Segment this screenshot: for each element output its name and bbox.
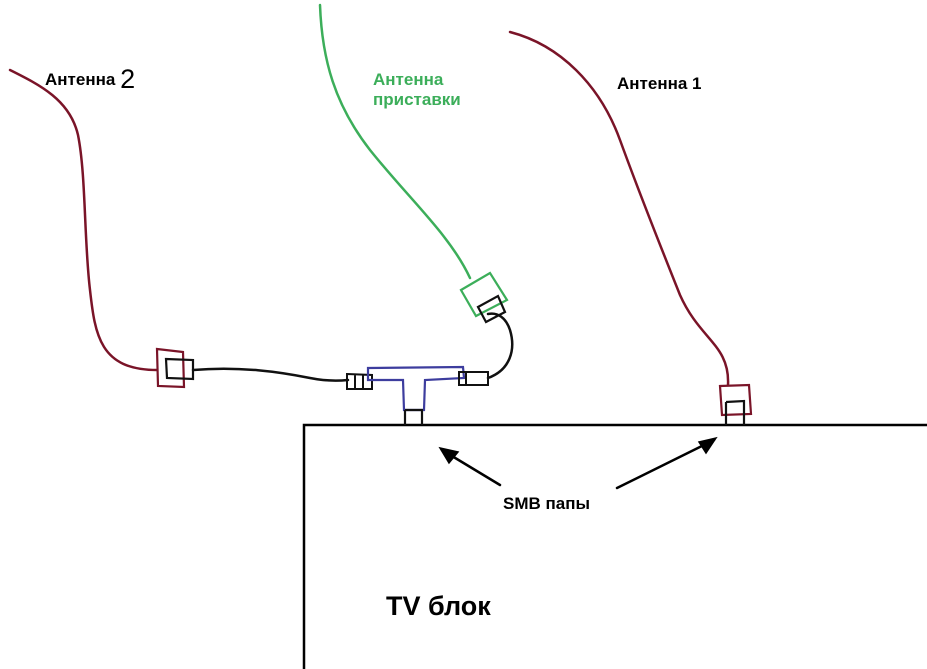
antenna-2-cable [8,68,159,372]
antenna-2-coax-wire [191,367,350,382]
arrow-to-right-smb [615,436,718,490]
label-antenna-2-text: Антенна [45,70,116,89]
antenna-1-cable [508,30,730,387]
label-antenna-2: Антенна 2 [45,60,136,94]
antenna-1-connector [718,383,753,425]
smb-jack-left [403,408,424,425]
t-splitter [366,365,466,412]
splitter-left-plug [346,372,373,390]
antenna-2-connector [155,347,195,389]
label-box-antenna-line-1: Антенна [373,70,444,89]
label-box-antenna: Антенна приставки [373,70,461,111]
label-antenna-1: Антенна 1 [617,74,702,93]
box-antenna-coax-wire [486,312,514,380]
label-box-antenna-line-2: приставки [373,90,461,110]
label-antenna-2-number: 2 [120,64,136,94]
label-smb-ports: SMB папы [503,494,591,513]
label-tv-block: TV блок [386,591,491,621]
box-antenna-connector [459,271,509,324]
tv-block-outline [302,423,927,669]
box-antenna-cable [318,3,472,280]
splitter-right-plug [458,371,489,386]
arrow-to-left-smb [438,446,502,487]
